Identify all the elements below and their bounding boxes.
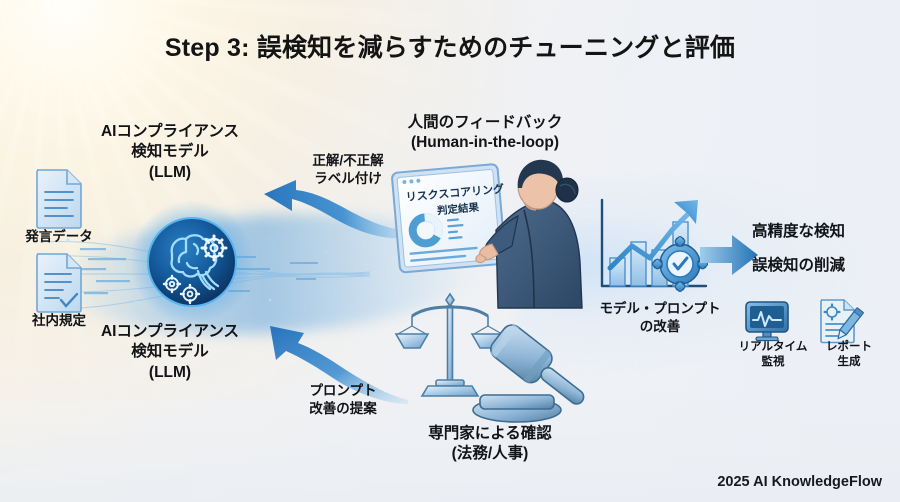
business-person-icon — [475, 158, 594, 309]
top-arrow-label: 正解/不正解 ラベル付け — [312, 153, 384, 186]
scales-and-gavel-icon — [392, 282, 592, 432]
model-top-label: AIコンプライアンス 検知モデル (LLM) — [100, 123, 240, 181]
improvement-label: モデル・プロンプト の改善 — [599, 301, 721, 334]
outcome-line-1: 高精度な検知 — [752, 223, 846, 240]
ai-brain-gears-icon — [128, 198, 256, 326]
model-bottom-label: AIコンプライアンス 検知モデル (LLM) — [100, 323, 240, 381]
hitl-label: 人間のフィードバック (Human-in-the-loop) — [407, 114, 563, 152]
tablet-subtitle-text: 判定結果 — [436, 201, 479, 218]
footer-credit: 2025 AI KnowledgeFlow — [717, 474, 882, 490]
arrow-right-icon — [700, 232, 758, 278]
monitor-pulse-icon — [744, 300, 790, 342]
experts-label: 専門家による確認 (法務/人事) — [428, 425, 552, 463]
document-check-label: 社内規定 — [32, 313, 86, 328]
bottom-arrow-label: プロンプト 改善の提案 — [309, 383, 377, 416]
document-check-icon — [33, 252, 85, 314]
growth-chart-gear-icon — [588, 196, 724, 304]
prompt-improve-arrow-icon — [250, 318, 410, 404]
document-lines-icon — [33, 168, 85, 230]
document-pencil-icon — [818, 298, 865, 344]
bottom-fade — [0, 382, 900, 502]
realtime-monitor-label: リアルタイム 監視 — [738, 341, 808, 369]
page-title: Step 3: 誤検知を減らすためのチューニングと評価 — [164, 34, 736, 62]
report-generation-label: レポート 生成 — [826, 341, 872, 369]
outcome-line-2: 誤検知の削減 — [752, 257, 846, 274]
document-lines-label: 発言データ — [25, 229, 93, 244]
feedback-arrow-left-icon — [258, 178, 408, 248]
risk-scoring-dashboard-icon: リスクスコアリング 判定結果 — [391, 162, 512, 280]
